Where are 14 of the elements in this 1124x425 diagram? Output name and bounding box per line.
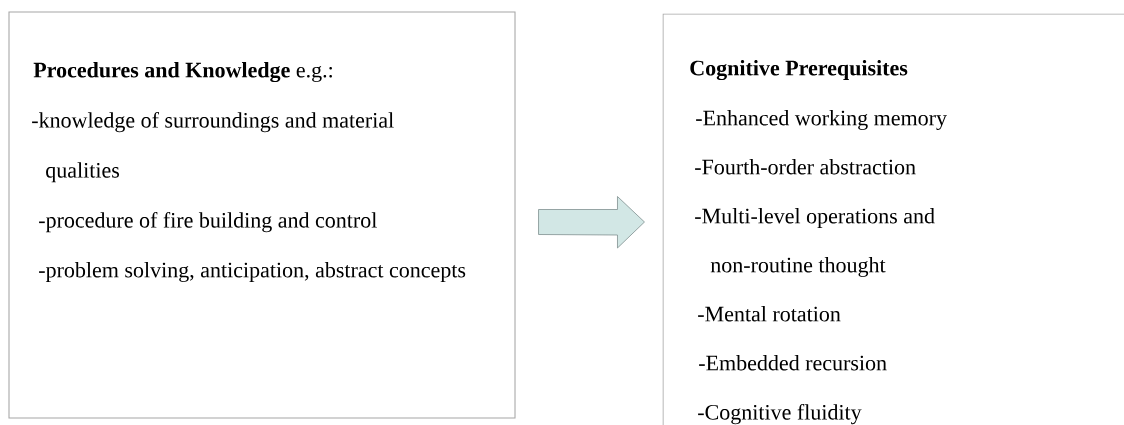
list-item: -Embedded recursion [699, 355, 887, 371]
list-item: -Enhanced working memory [696, 110, 947, 130]
list-item: -Multi-level operations and non-routine thought [695, 208, 935, 277]
block-arrow [538, 196, 645, 249]
list-item: -problem solving, anticipation, abstract concepts [39, 262, 466, 282]
list-item: -knowledge of surroundings and material qualities [32, 112, 394, 183]
text-box [8, 11, 516, 419]
list-item: -Cognitive fluidity [698, 404, 862, 425]
list-item: -Fourth-order abstraction [695, 159, 916, 175]
text-box [662, 13, 1124, 425]
list-item: -Mental rotation [698, 306, 841, 322]
heading: Cognitive Prerequisites [690, 60, 908, 81]
list-item: -procedure of fire building and control [39, 212, 377, 233]
heading: Procedures and Knowledge e.g.: [33, 62, 332, 83]
